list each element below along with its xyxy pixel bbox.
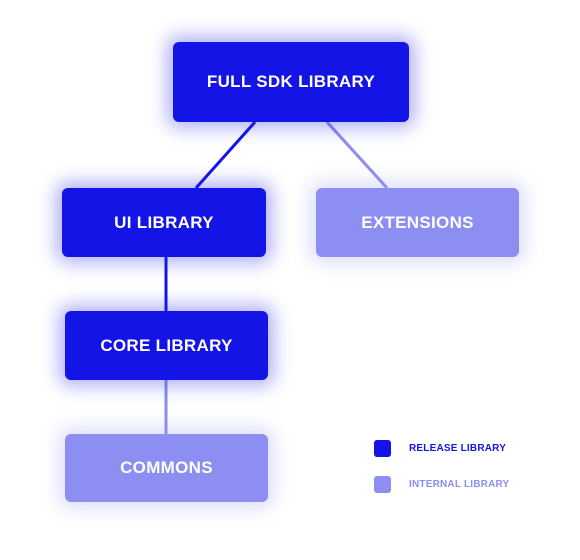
legend-item-internal: INTERNAL LIBRARY [374,476,509,493]
legend-label-release: RELEASE LIBRARY [409,443,507,454]
node-commons: COMMONS [65,434,268,502]
legend-swatch-internal [374,476,391,493]
node-core-library: CORE LIBRARY [65,311,268,380]
legend-swatch-release [374,440,391,457]
edge-full-sdk-to-extensions [325,120,389,190]
node-extensions: EXTENSIONS [316,188,519,257]
node-label: CORE LIBRARY [100,335,233,355]
node-label: FULL SDK LIBRARY [206,72,376,91]
node-label: COMMONS [120,458,213,477]
node-full-sdk-library: FULL SDK LIBRARY [173,42,409,122]
node-label: EXTENSIONS [361,212,474,232]
legend-label-internal: INTERNAL LIBRARY [409,479,510,490]
node-label: UI LIBRARY [114,212,214,232]
legend-item-release: RELEASE LIBRARY [374,440,506,457]
edge-full-sdk-to-ui [194,121,257,189]
node-ui-library: UI LIBRARY [62,188,266,257]
